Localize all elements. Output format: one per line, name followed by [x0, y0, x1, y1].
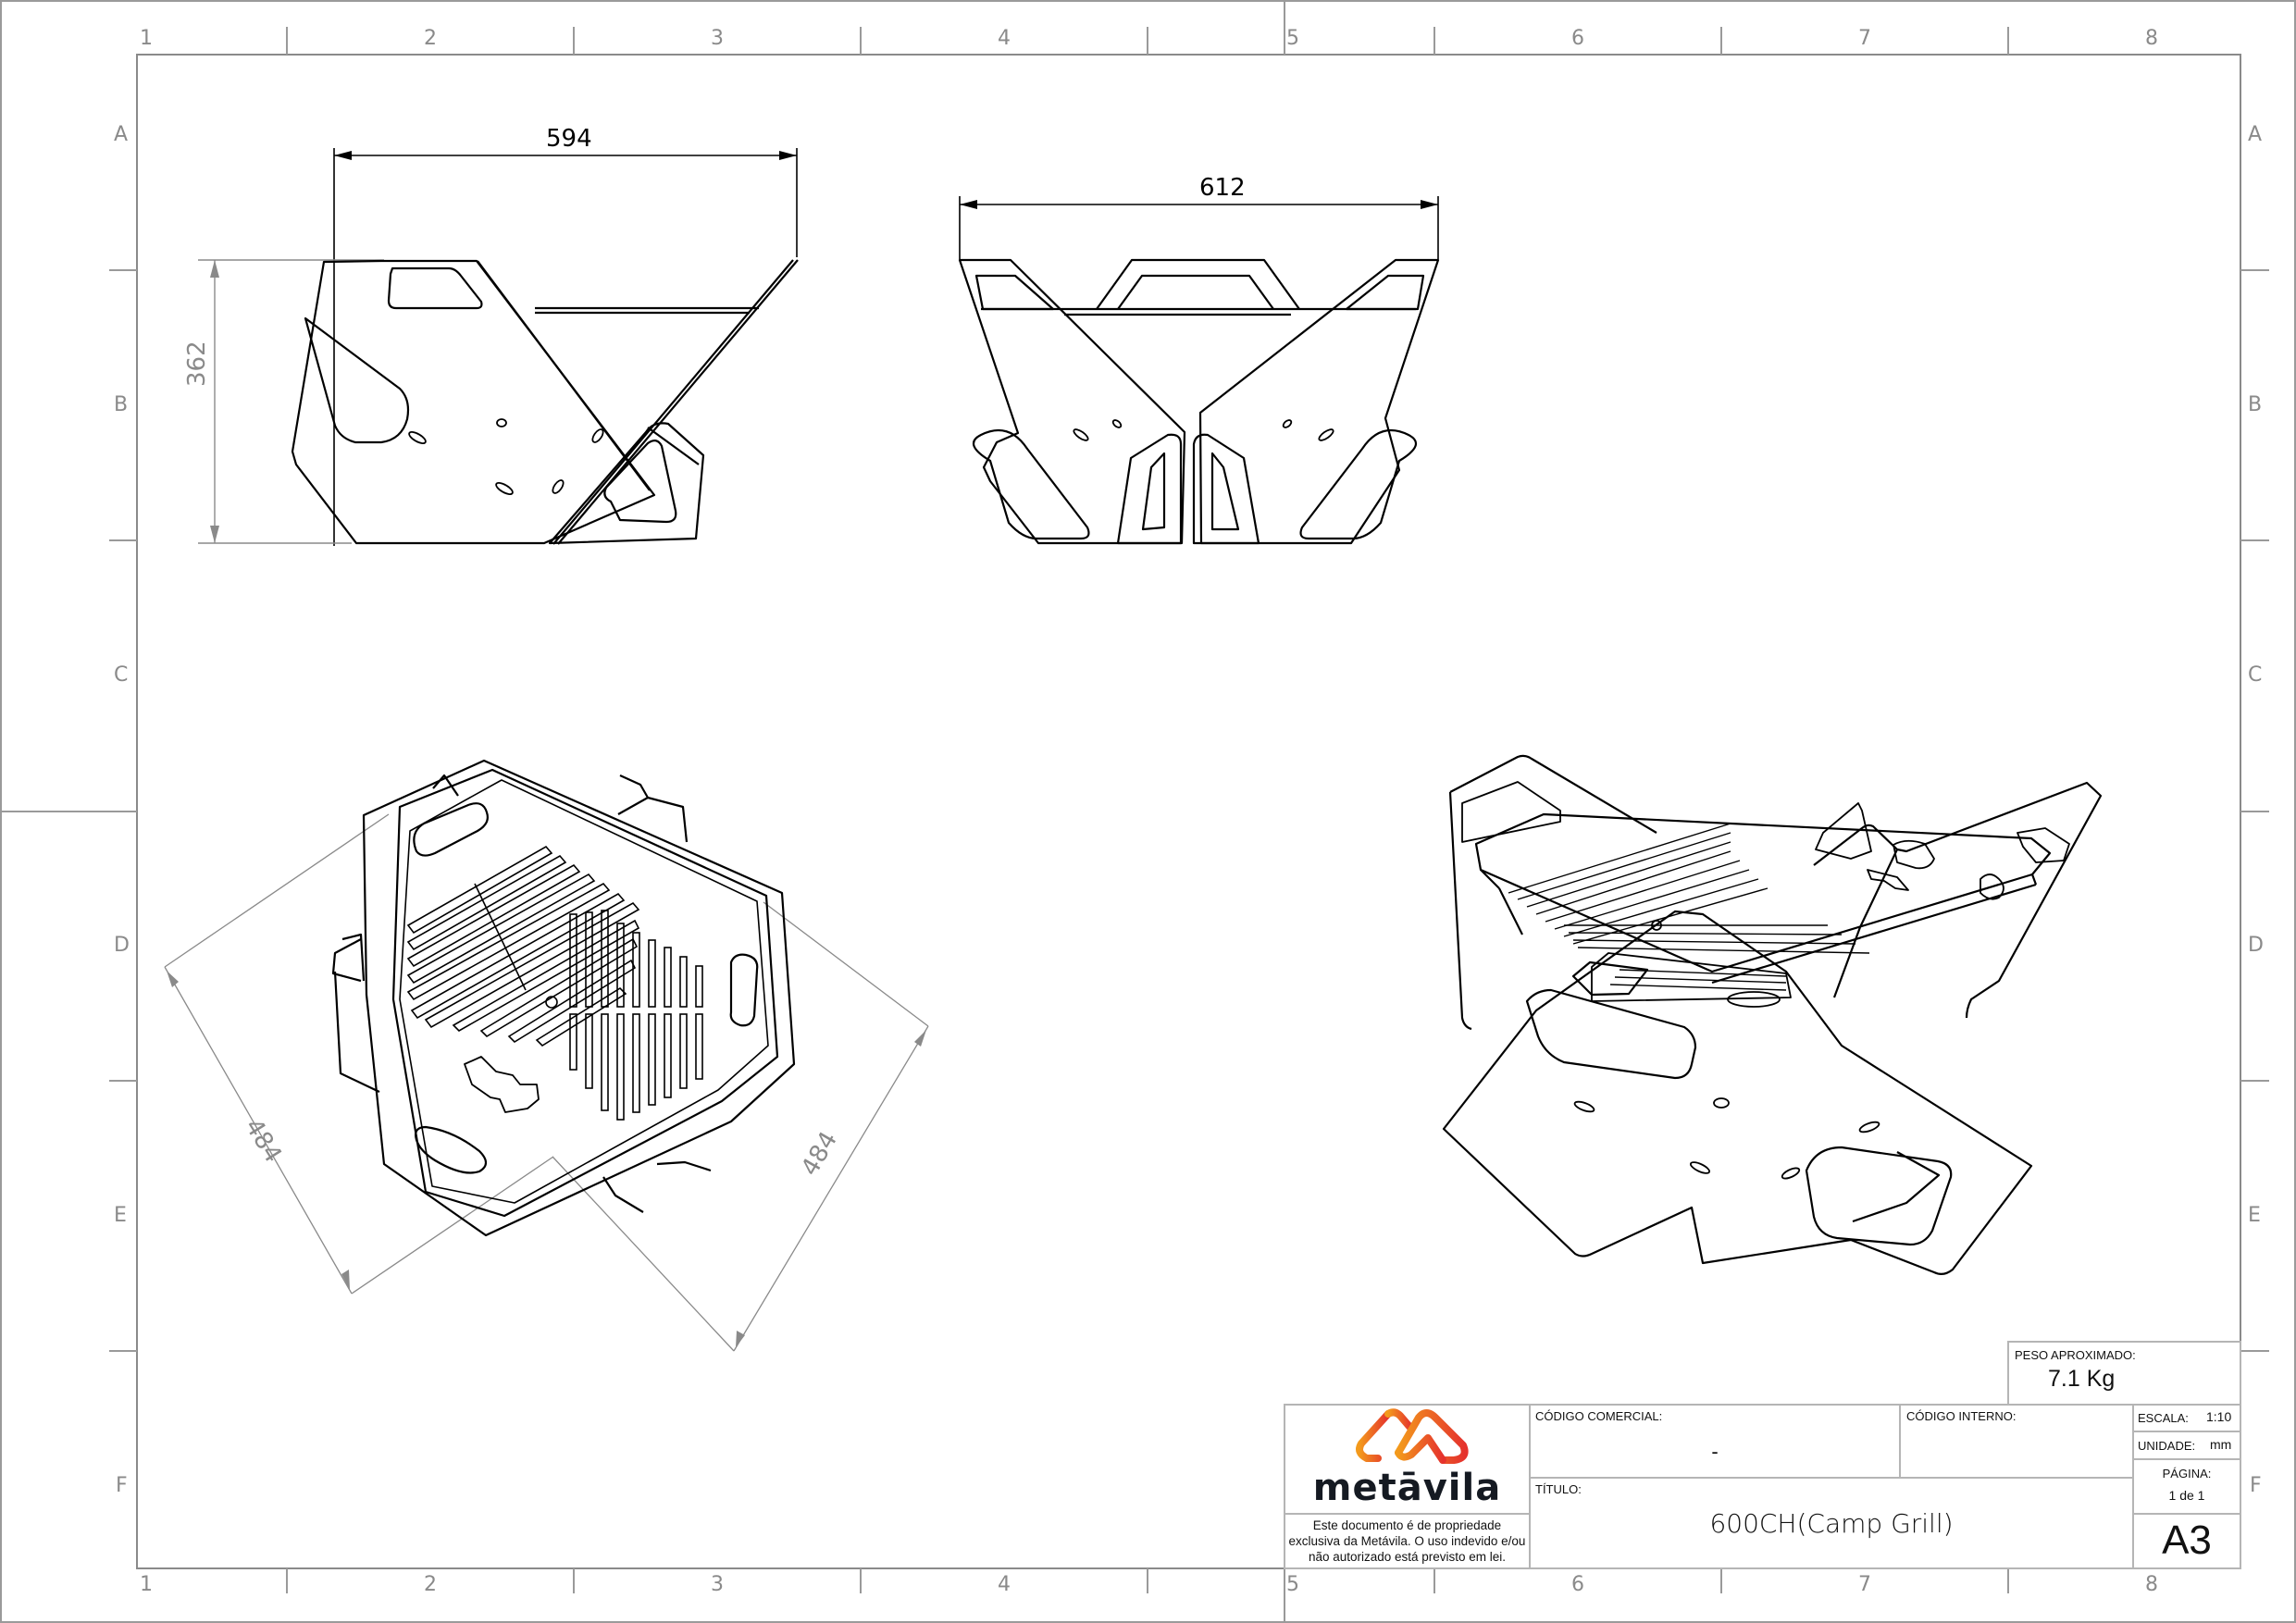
weight-label: PESO APROXIMADO: [2015, 1347, 2136, 1364]
zone-col-3-bottom: 3 [711, 1573, 724, 1596]
zone-row-e-right: E [2248, 1204, 2261, 1227]
zone-col-1-bottom: 1 [140, 1573, 153, 1596]
zone-row-f-right: F [2250, 1474, 2262, 1497]
sheet-size: A3 [2162, 1518, 2212, 1563]
disclaimer: Este documento é de propriedade exclusiv… [1288, 1518, 1526, 1564]
zone-row-b-right: B [2248, 393, 2263, 416]
metavila-wordmark: metāvila [1285, 1469, 1530, 1506]
zone-row-f-left: F [116, 1474, 128, 1497]
zone-col-2-top: 2 [424, 27, 437, 50]
zone-row-c-right: C [2248, 663, 2263, 687]
zone-col-7-bottom: 7 [1858, 1573, 1871, 1596]
zone-col-6-top: 6 [1571, 27, 1584, 50]
zone-col-8-bottom: 8 [2145, 1573, 2158, 1596]
internal-code-label: CÓDIGO INTERNO: [1906, 1409, 2017, 1423]
zone-col-8-top: 8 [2145, 27, 2158, 50]
zone-col-5-top: 5 [1286, 27, 1299, 50]
zone-row-a-right: A [2248, 123, 2263, 146]
zone-row-d-left: D [114, 934, 130, 957]
weight-label-text: PESO APROXIMADO: [2015, 1348, 2136, 1362]
unit-value: mm [2210, 1437, 2232, 1452]
metavila-wordmark-text: metāvila [1312, 1467, 1502, 1509]
drawing-title: 600CH(Camp Grill) [1709, 1508, 1954, 1539]
commercial-code-value: - [1711, 1440, 1719, 1463]
zone-col-3-top: 3 [711, 27, 724, 50]
weight-value: 7.1 Kg [2048, 1366, 2116, 1392]
zone-row-c-left: C [114, 663, 129, 687]
zone-row-d-right: D [2248, 934, 2264, 957]
scale-value: 1:10 [2206, 1409, 2232, 1424]
zone-col-6-bottom: 6 [1571, 1573, 1584, 1596]
zone-col-4-bottom: 4 [998, 1573, 1011, 1596]
zone-row-b-left: B [114, 393, 129, 416]
title-label: TÍTULO: [1535, 1482, 1582, 1496]
dim-width-594: 594 [546, 125, 592, 153]
zone-col-7-top: 7 [1858, 27, 1871, 50]
dim-width-612: 612 [1199, 174, 1246, 202]
zone-col-4-top: 4 [998, 27, 1011, 50]
unit-label: UNIDADE: [2138, 1439, 2196, 1453]
page-value: 1 de 1 [2168, 1488, 2205, 1503]
commercial-code-label: CÓDIGO COMERCIAL: [1535, 1409, 1663, 1423]
scale-label: ESCALA: [2138, 1411, 2189, 1425]
zone-row-a-left: A [114, 123, 129, 146]
zone-col-2-bottom: 2 [424, 1573, 437, 1596]
zone-col-1-top: 1 [140, 27, 153, 50]
zone-col-5-bottom: 5 [1286, 1573, 1299, 1596]
page-label: PÁGINA: [2162, 1467, 2212, 1481]
zone-row-e-left: E [114, 1204, 127, 1227]
metavila-logo-icon [1356, 1408, 1469, 1464]
